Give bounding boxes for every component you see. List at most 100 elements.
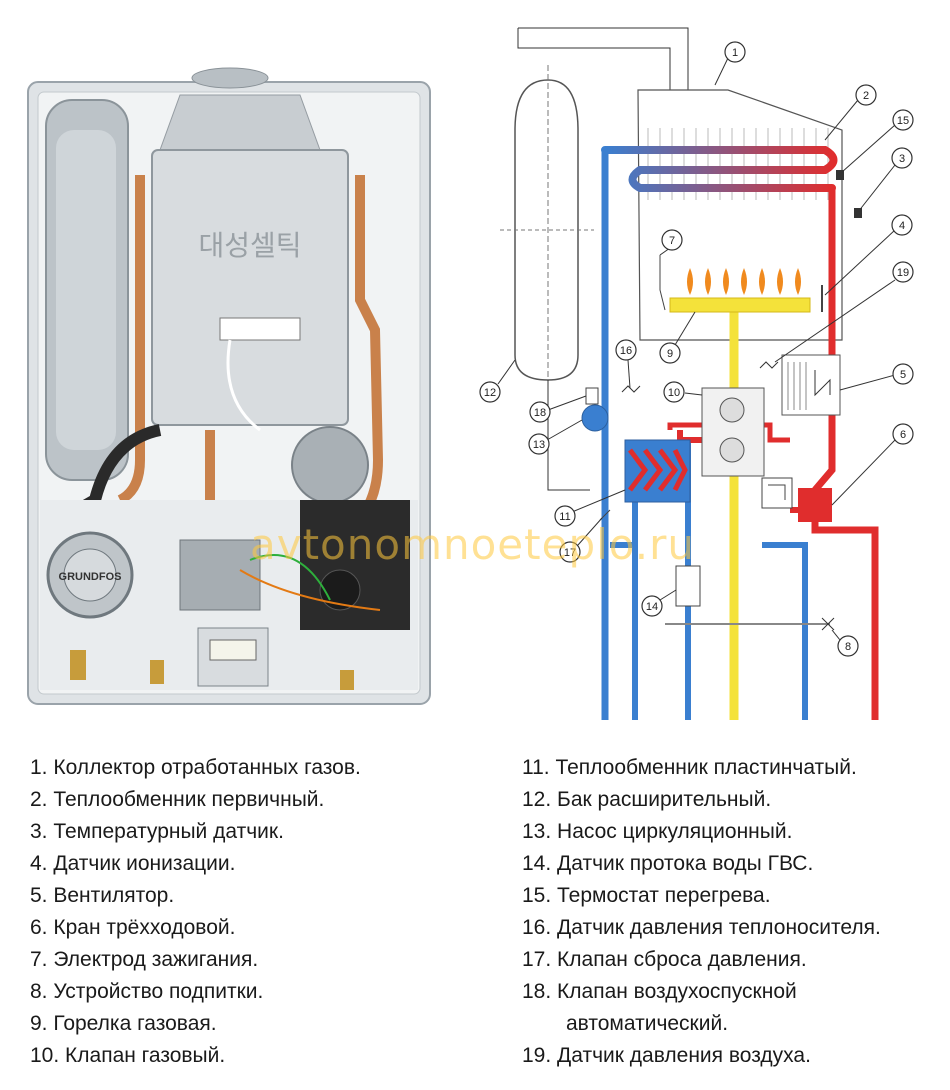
callout-14 [641, 595, 663, 617]
legend-text: Горелка газовая. [53, 1012, 217, 1035]
legend-text: Теплообменник пластинчатый. [555, 756, 857, 779]
legend-item: 6. Кран трёхходовой. [30, 912, 361, 944]
boiler-schematic: 1 2 3 4 5 6 7 8 9 10 11 12 [479, 27, 914, 720]
legend-number: 13. [522, 820, 558, 843]
callout-8-label: 8 [845, 641, 851, 653]
korean-brand-label: 대성셀틱 [198, 229, 301, 262]
legend-number: 2. [30, 788, 54, 811]
air-pressure-switch [759, 361, 779, 369]
fill-valve [821, 617, 835, 631]
legend-text: Бак расширительный. [557, 788, 772, 811]
legend-item: 8. Устройство подпитки. [30, 976, 361, 1008]
hood [159, 94, 321, 151]
callout-2-label: 2 [863, 90, 869, 102]
legend-text: Клапан газовый. [65, 1044, 226, 1067]
fan-box [781, 354, 841, 416]
legend-number: 3. [30, 820, 54, 843]
fan-housing [291, 426, 369, 504]
hot-supply-pipe [812, 188, 836, 493]
legend-item: 9. Горелка газовая. [30, 1008, 361, 1040]
copper-pipe-left [117, 175, 145, 505]
overheat-thermostat [836, 170, 844, 180]
legend-number: 8. [30, 980, 54, 1003]
callout-17-label: 17 [564, 547, 576, 559]
green-wire [249, 554, 331, 601]
callout-8 [837, 635, 859, 657]
legend-text-continued: автоматический. [566, 1012, 729, 1035]
legend-item: 13. Насос циркуляционный. [522, 816, 881, 848]
flue-outlet [191, 67, 269, 89]
callout-12-label: 12 [484, 387, 496, 399]
legend-item: 17. Клапан сброса давления. [522, 944, 881, 976]
electrode-terminal-block [219, 317, 301, 341]
legend-number: 17. [522, 948, 558, 971]
callout-7 [661, 229, 683, 251]
legend-item: 11. Теплообменник пластинчатый. [522, 752, 881, 784]
legend-text: Электрод зажигания. [53, 948, 259, 971]
coolant-pressure-sensor [621, 385, 641, 393]
pump-rotor [63, 548, 117, 602]
plate-hx-hot-channels [628, 448, 688, 492]
callout-9 [659, 342, 681, 364]
callout-19 [892, 261, 914, 283]
temperature-sensor [854, 208, 862, 218]
callout-5-label: 5 [900, 369, 906, 381]
heating-supply-pipe [811, 500, 879, 720]
callout-16 [615, 339, 637, 361]
legend-item: 7. Электрод зажигания. [30, 944, 361, 976]
legend-item: 14. Датчик протока воды ГВС. [522, 848, 881, 880]
fitting-3 [340, 670, 354, 690]
orange-wire [239, 569, 381, 611]
legend-right: 11. Теплообменник пластинчатый.12. Бак р… [522, 752, 881, 1072]
pump-brand-label: GRUNDFOS [59, 571, 122, 583]
legend-item: 15. Термостат перегрева. [522, 880, 881, 912]
callout-9-label: 9 [667, 348, 673, 360]
callout-5 [892, 363, 914, 385]
legend-number: 12. [522, 788, 558, 811]
legend-text: Датчик протока воды ГВС. [557, 852, 814, 875]
legend-text: Коллектор отработанных газов. [53, 756, 361, 779]
legend-number: 11. [522, 756, 556, 779]
fan-motor-symbol [814, 370, 831, 397]
legend-text: Вентилятор. [53, 884, 175, 907]
black-hose [57, 424, 162, 526]
legend-number: 18. [522, 980, 558, 1003]
callout-10 [663, 381, 685, 403]
legend-number: 15. [522, 884, 558, 907]
callout-16-label: 16 [620, 345, 632, 357]
legend-text: Кран трёхходовой. [53, 916, 236, 939]
callout-4 [891, 214, 913, 236]
legend-text: Датчик давления воздуха. [557, 1044, 811, 1067]
callout-18 [529, 401, 551, 423]
callout-6 [892, 423, 914, 445]
callout-3 [891, 147, 913, 169]
legend-text: Насос циркуляционный. [557, 820, 793, 843]
legend-text: Теплообменник первичный. [53, 788, 325, 811]
legend-number: 7. [30, 948, 54, 971]
gas-valve-body [179, 539, 261, 611]
legend-number: 14. [522, 852, 558, 875]
fitting-1 [70, 650, 86, 680]
circulation-pump-symbol [581, 404, 609, 432]
callout-1-label: 1 [732, 47, 738, 59]
legend-item: 12. Бак расширительный. [522, 784, 881, 816]
legend-item: 2. Теплообменник первичный. [30, 784, 361, 816]
ignition-electrode [659, 255, 666, 311]
control-board [300, 500, 410, 630]
legend-number: 19. [522, 1044, 558, 1067]
callout-4-label: 4 [899, 220, 905, 232]
callout-19-label: 19 [897, 267, 909, 279]
callout-7-label: 7 [669, 235, 675, 247]
flue-duct [517, 27, 689, 90]
callout-13-label: 13 [533, 439, 545, 451]
primary-heat-exchanger [601, 146, 838, 192]
callout-18-label: 18 [534, 407, 546, 419]
actuator-symbol [768, 484, 786, 500]
legend-number: 4. [30, 852, 54, 875]
legend-number: 5. [30, 884, 54, 907]
legend-item: 3. Температурный датчик. [30, 816, 361, 848]
three-way-valve-actuator [761, 477, 793, 509]
burner-flames [687, 268, 801, 295]
gas-burner [669, 297, 811, 313]
